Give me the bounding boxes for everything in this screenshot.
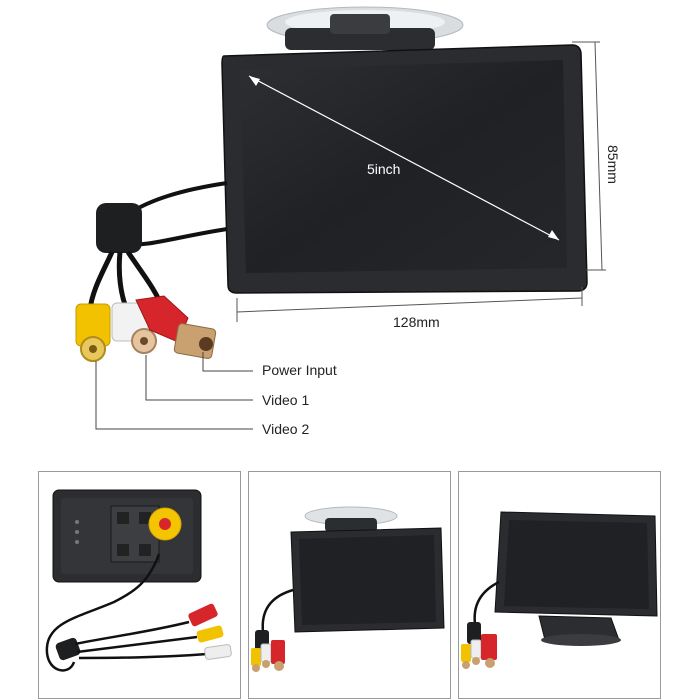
thumbnail-back-view [38,471,241,699]
main-monitor-photo [75,6,606,430]
video2-leader [95,361,253,430]
video2-rca-connector [75,303,111,362]
video1-rca-connector [111,302,157,354]
width-dimension-label: 128mm [393,314,440,330]
video1-label: Video 1 [262,392,310,408]
thumbnail-front-view [248,471,451,699]
height-dimension-label: 85mm [605,145,621,184]
power-input-connector [135,295,217,359]
video2-label: Video 2 [262,421,310,437]
diagonal-size-label: 5inch [367,161,401,177]
video1-leader [145,355,253,401]
power-input-label: Power Input [262,362,337,378]
thumbnail-angled-view [458,471,661,699]
power-leader [202,352,253,372]
diagonal-arrow [248,75,560,241]
